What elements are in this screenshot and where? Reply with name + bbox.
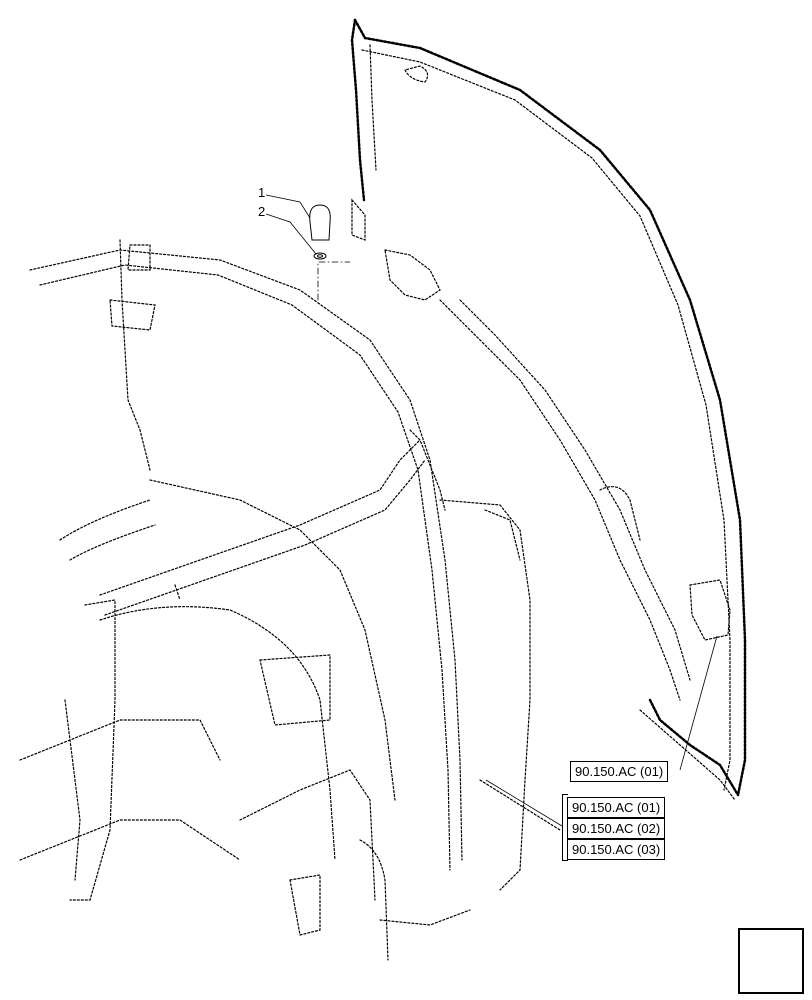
navigation-button[interactable]	[738, 928, 804, 994]
cab-structure	[19, 239, 561, 961]
reference-group-bracket	[562, 794, 568, 861]
leader-line-ref-group	[485, 779, 563, 827]
leader-line-ref-single	[679, 635, 718, 771]
reference-link-group-1[interactable]: 90.150.AC (01)	[567, 797, 666, 818]
knob-part	[309, 204, 331, 260]
door-glass-panel	[350, 18, 747, 801]
callout-item-2: 2	[258, 204, 266, 219]
reference-link-group-2[interactable]: 90.150.AC (02)	[567, 818, 666, 839]
reference-link-group-3[interactable]: 90.150.AC (03)	[567, 839, 666, 860]
reference-link-single[interactable]: 90.150.AC (01)	[570, 761, 669, 782]
leader-line-item2	[265, 213, 317, 255]
callout-item-1: 1	[258, 185, 266, 200]
leader-line-item1	[265, 194, 311, 219]
